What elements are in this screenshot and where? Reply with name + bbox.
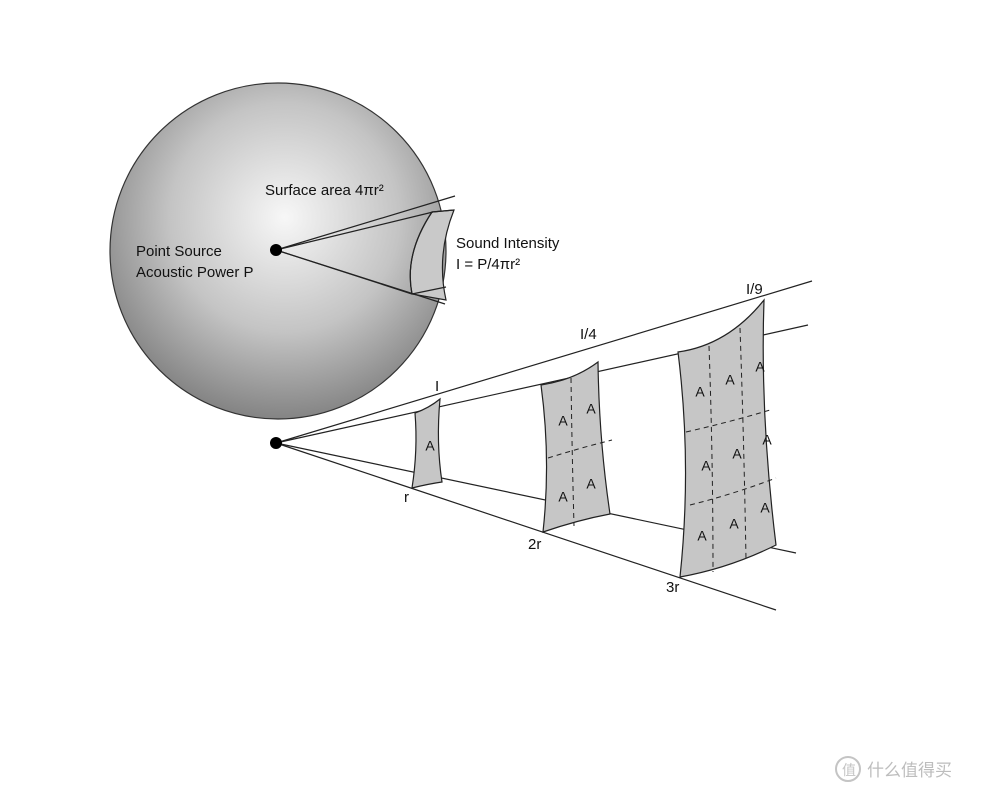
intensity-label-line2: I = P/4πr² (456, 256, 520, 273)
intensity-I9-label: I/9 (746, 281, 763, 298)
cone-group: A A A A A A A A A (270, 280, 813, 611)
patch-3r-cell-3: A (755, 359, 765, 375)
intensity-label-line1: Sound Intensity (456, 235, 560, 252)
patch-2r-cell-4: A (586, 476, 596, 492)
patch-3r-cell-7: A (697, 528, 707, 544)
sphere-source-dot (270, 244, 282, 256)
smzdm-logo-icon: 值 (835, 756, 861, 782)
patch-3r-cell-4: A (701, 458, 711, 474)
patch-3r-cell-8: A (729, 516, 739, 532)
patch-3r-cell-1: A (695, 384, 705, 400)
patch-r-cell: A (425, 438, 435, 454)
patch-2r: A A A A (540, 360, 613, 533)
sphere-group: Surface area 4πr² Point Source Acoustic … (109, 82, 560, 420)
watermark: 值 什么值得买 (835, 756, 952, 782)
patch-r: A (411, 397, 443, 489)
intensity-I-label: I (435, 378, 439, 395)
distance-r-label: r (404, 489, 409, 506)
patch-2r-cell-1: A (558, 413, 568, 429)
intensity-I4-label: I/4 (580, 326, 597, 343)
sphere-patch-arc (409, 211, 433, 295)
patch-2r-cell-3: A (558, 489, 568, 505)
distance-2r-label: 2r (528, 536, 541, 553)
patch-3r-cell-2: A (725, 372, 735, 388)
patch-3r-cell-9: A (760, 500, 770, 516)
patch-3r-cell-5: A (732, 446, 742, 462)
cone-rays (275, 280, 813, 611)
patch-3r-cell-6: A (762, 432, 772, 448)
patch-2r-cell-2: A (586, 401, 596, 417)
svg-text:值: 值 (842, 763, 856, 779)
sphere-rays (275, 195, 456, 305)
patch-3r: A A A A A A A A A (677, 298, 777, 578)
watermark-text: 什么值得买 (867, 761, 952, 781)
source-label-line1: Point Source (136, 243, 222, 260)
distance-3r-label: 3r (666, 579, 679, 596)
source-label-line2: Acoustic Power P (136, 264, 254, 281)
cone-source-dot (270, 437, 282, 449)
surface-area-label: Surface area 4πr² (265, 182, 384, 199)
